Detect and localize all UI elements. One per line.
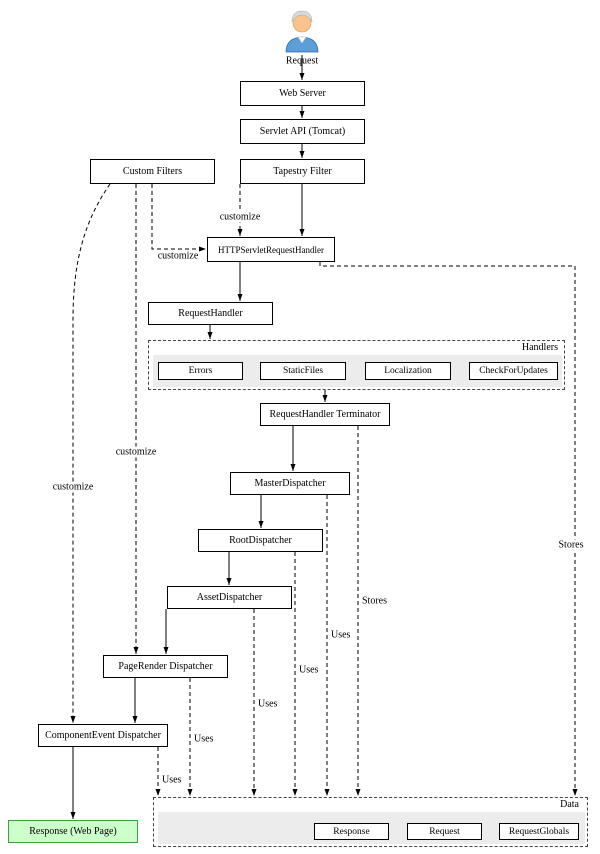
node-http-servlet-request-handler: HTTPServletRequestHandler: [207, 237, 335, 262]
node-root-dispatcher: RootDispatcher: [198, 529, 323, 552]
node-request-handler: RequestHandler: [148, 302, 273, 325]
handler-localization: Localization: [365, 362, 451, 380]
node-master-dispatcher: MasterDispatcher: [230, 472, 350, 495]
edge-label-customize-3: customize: [113, 446, 159, 458]
node-servlet-api: Servlet API (Tomcat): [240, 119, 365, 144]
edge-label-customize-1: customize: [217, 211, 263, 223]
handler-checkforupdates: CheckForUpdates: [469, 362, 558, 380]
edge-label-stores-1: Stores: [556, 539, 586, 551]
group-data: Data Response Request RequestGlobals: [153, 797, 588, 847]
edge-label-uses-2: Uses: [299, 664, 319, 676]
node-pagerender-dispatcher: PageRender Dispatcher: [103, 655, 228, 678]
node-request-handler-terminator: RequestHandler Terminator: [260, 403, 390, 426]
group-data-label: Data: [560, 799, 579, 810]
node-custom-filters: Custom Filters: [90, 159, 215, 184]
edge-label-uses-3: Uses: [258, 698, 278, 710]
group-handlers-label: Handlers: [521, 342, 558, 353]
node-asset-dispatcher: AssetDispatcher: [167, 586, 292, 609]
edge-label-customize-2: customize: [157, 250, 199, 262]
data-response: Response: [314, 823, 389, 840]
person-icon: [285, 10, 319, 53]
edge-label-uses-5: Uses: [162, 774, 182, 786]
edge-label-uses-4: Uses: [194, 733, 214, 745]
data-request: Request: [407, 823, 482, 840]
data-requestglobals: RequestGlobals: [499, 823, 579, 840]
handler-errors: Errors: [158, 362, 243, 380]
edge-customize-filters-componentevent: [70, 183, 111, 723]
node-response-web-page: Response (Web Page): [8, 820, 138, 843]
edge-label-uses-1: Uses: [331, 629, 351, 641]
node-web-server: Web Server: [240, 81, 365, 106]
request-label: Request: [285, 55, 319, 67]
edge-label-stores-2: Stores: [362, 595, 387, 607]
edge-label-customize-4: customize: [50, 481, 96, 493]
node-componentevent-dispatcher: ComponentEvent Dispatcher: [38, 724, 168, 747]
handler-staticfiles: StaticFiles: [260, 362, 346, 380]
edge-customize-filters-handler: [151, 184, 206, 252]
node-tapestry-filter: Tapestry Filter: [240, 159, 365, 184]
group-handlers: Handlers Errors StaticFiles Localization…: [148, 340, 565, 390]
